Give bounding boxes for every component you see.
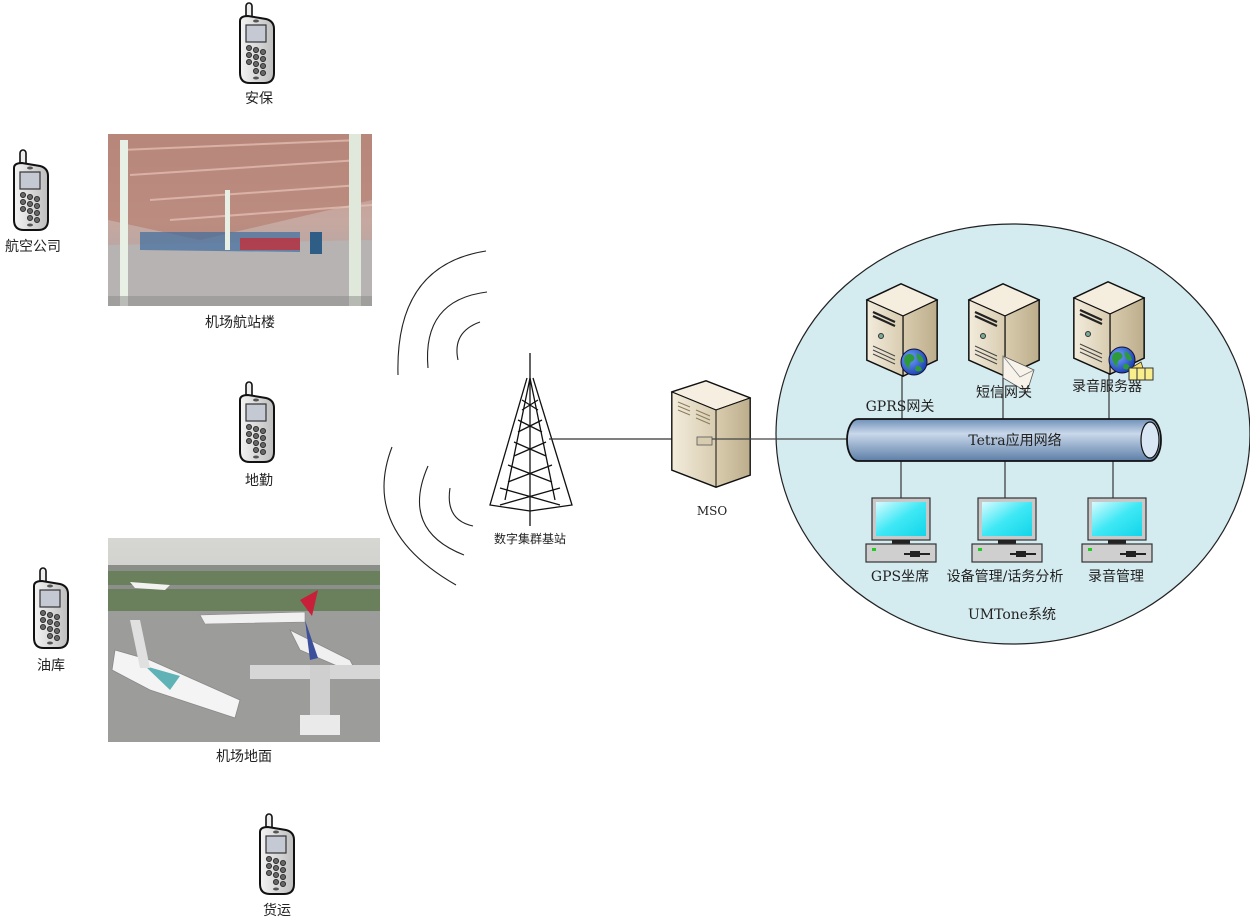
server-label-gprs: GPRS网关 — [865, 399, 935, 415]
mso-label: MSO — [696, 504, 728, 518]
server-label-recording: 录音服务器 — [1072, 379, 1142, 395]
workstation-icon-gps — [865, 497, 937, 563]
mobile-phone-icon-ground-service — [239, 381, 275, 463]
envelope-icon — [1002, 355, 1035, 393]
network-label: Tetra应用网络 — [968, 433, 1062, 449]
workstation-label-device-mgmt: 设备管理/话务分析 — [946, 569, 1064, 585]
terminal-label-airline: 航空公司 — [5, 239, 61, 255]
switch-server-icon — [670, 380, 752, 488]
terminal-label-fuel-depot: 油库 — [37, 658, 65, 674]
photo-apron — [108, 538, 380, 742]
workstation-icon-recording-mgmt — [1081, 497, 1153, 563]
globe-icon — [900, 348, 928, 376]
radio-tower-icon — [489, 353, 573, 526]
base-station-label: 数字集群基站 — [493, 532, 566, 546]
photo-label-apron: 机场地面 — [216, 749, 272, 765]
radio-waves-lower — [383, 446, 474, 586]
mobile-phone-icon-security — [239, 2, 275, 84]
photo-label-terminal-building: 机场航站楼 — [205, 315, 275, 331]
photo-terminal-building — [108, 134, 373, 306]
server-label-sms: 短信网关 — [976, 385, 1032, 401]
terminal-label-ground-service: 地勤 — [245, 473, 273, 489]
radio-waves-upper — [397, 250, 488, 376]
folder-icon — [1128, 361, 1154, 381]
mobile-phone-icon-cargo — [259, 813, 295, 895]
terminal-label-cargo: 货运 — [263, 903, 291, 919]
mobile-phone-icon-fuel-depot — [33, 567, 69, 649]
system-label: UMTone系统 — [967, 607, 1057, 623]
network-links — [900, 372, 1114, 500]
workstation-icon-device-mgmt — [971, 497, 1043, 563]
mobile-phone-icon-airline — [13, 149, 49, 231]
tetra-network-pipe — [846, 418, 1162, 462]
terminal-label-security: 安保 — [245, 91, 273, 107]
workstation-label-recording-mgmt: 录音管理 — [1088, 569, 1144, 585]
workstation-label-gps: GPS坐席 — [870, 569, 930, 585]
